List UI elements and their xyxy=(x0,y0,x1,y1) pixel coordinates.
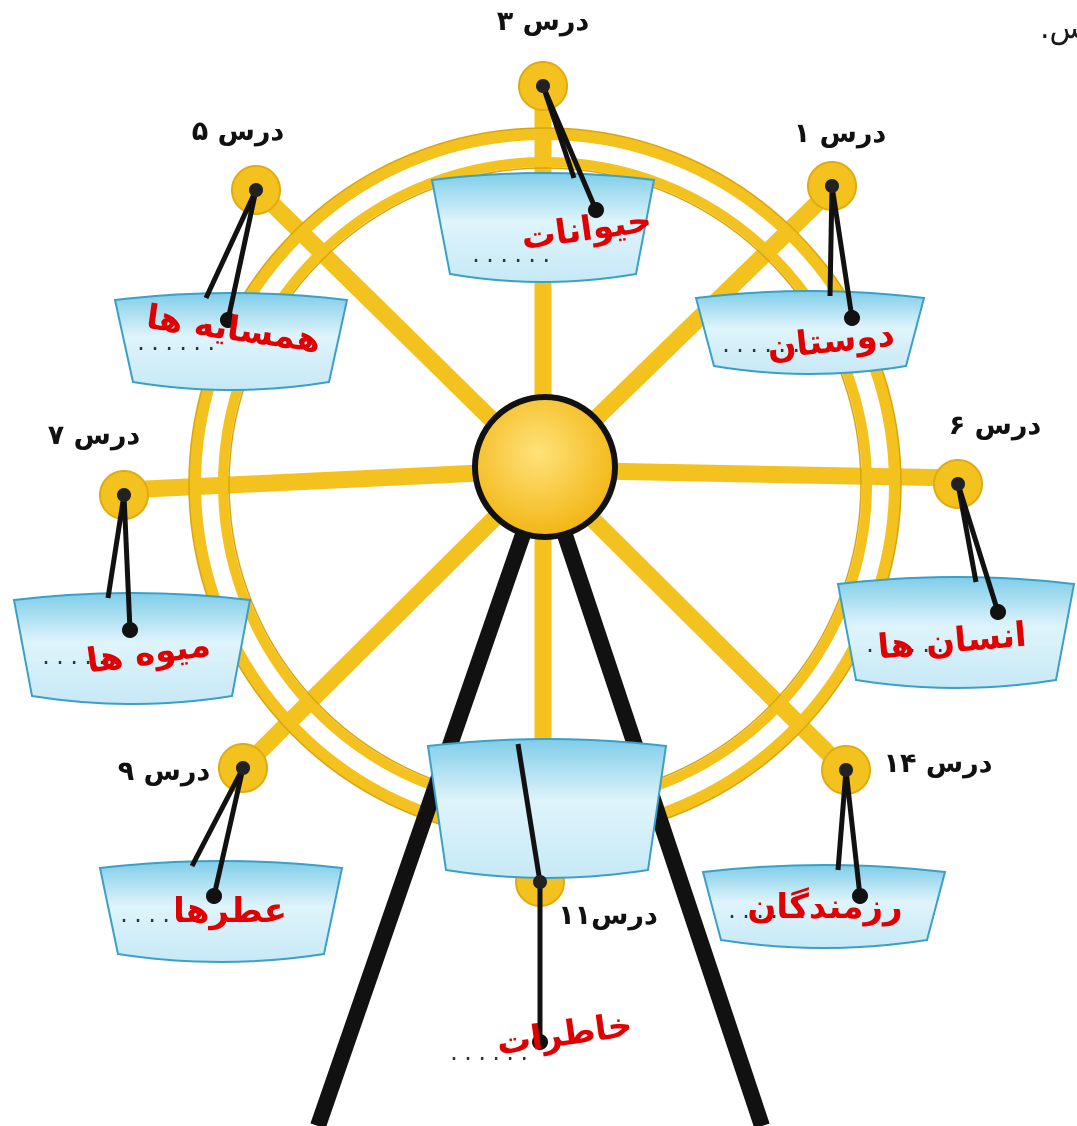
lesson-label: درس ۹ xyxy=(118,756,211,787)
pivot-bolt xyxy=(951,477,965,491)
pivot-bolt xyxy=(236,761,250,775)
lesson-label: درس ۷ xyxy=(48,420,141,451)
pivot-bolt xyxy=(536,79,550,93)
pivot-bolt xyxy=(249,183,263,197)
cabin-body xyxy=(428,739,666,878)
instruction-text: بنویس. xyxy=(1040,11,1077,46)
lesson-label: درس۱۱ xyxy=(558,900,658,931)
pivot-bolt xyxy=(839,763,853,777)
answer-text: عطرها xyxy=(173,891,287,931)
cabin-rope xyxy=(830,186,832,296)
pivot-bolt xyxy=(117,488,131,502)
lesson-label: درس ۶ xyxy=(949,410,1042,441)
answer-text: رزمندگان xyxy=(747,887,902,927)
lesson-label: درس ۱۴ xyxy=(883,748,992,779)
lesson-label: درس ۱ xyxy=(794,118,887,149)
lesson-label: درس ۳ xyxy=(497,6,590,37)
pivot-bolt xyxy=(825,179,839,193)
wheel-hub xyxy=(475,397,615,537)
cabin-rope xyxy=(206,190,256,298)
pivot-bolt xyxy=(533,875,547,889)
answer-text: خاطرات xyxy=(494,1005,635,1064)
lesson-label: درس ۵ xyxy=(192,116,285,147)
